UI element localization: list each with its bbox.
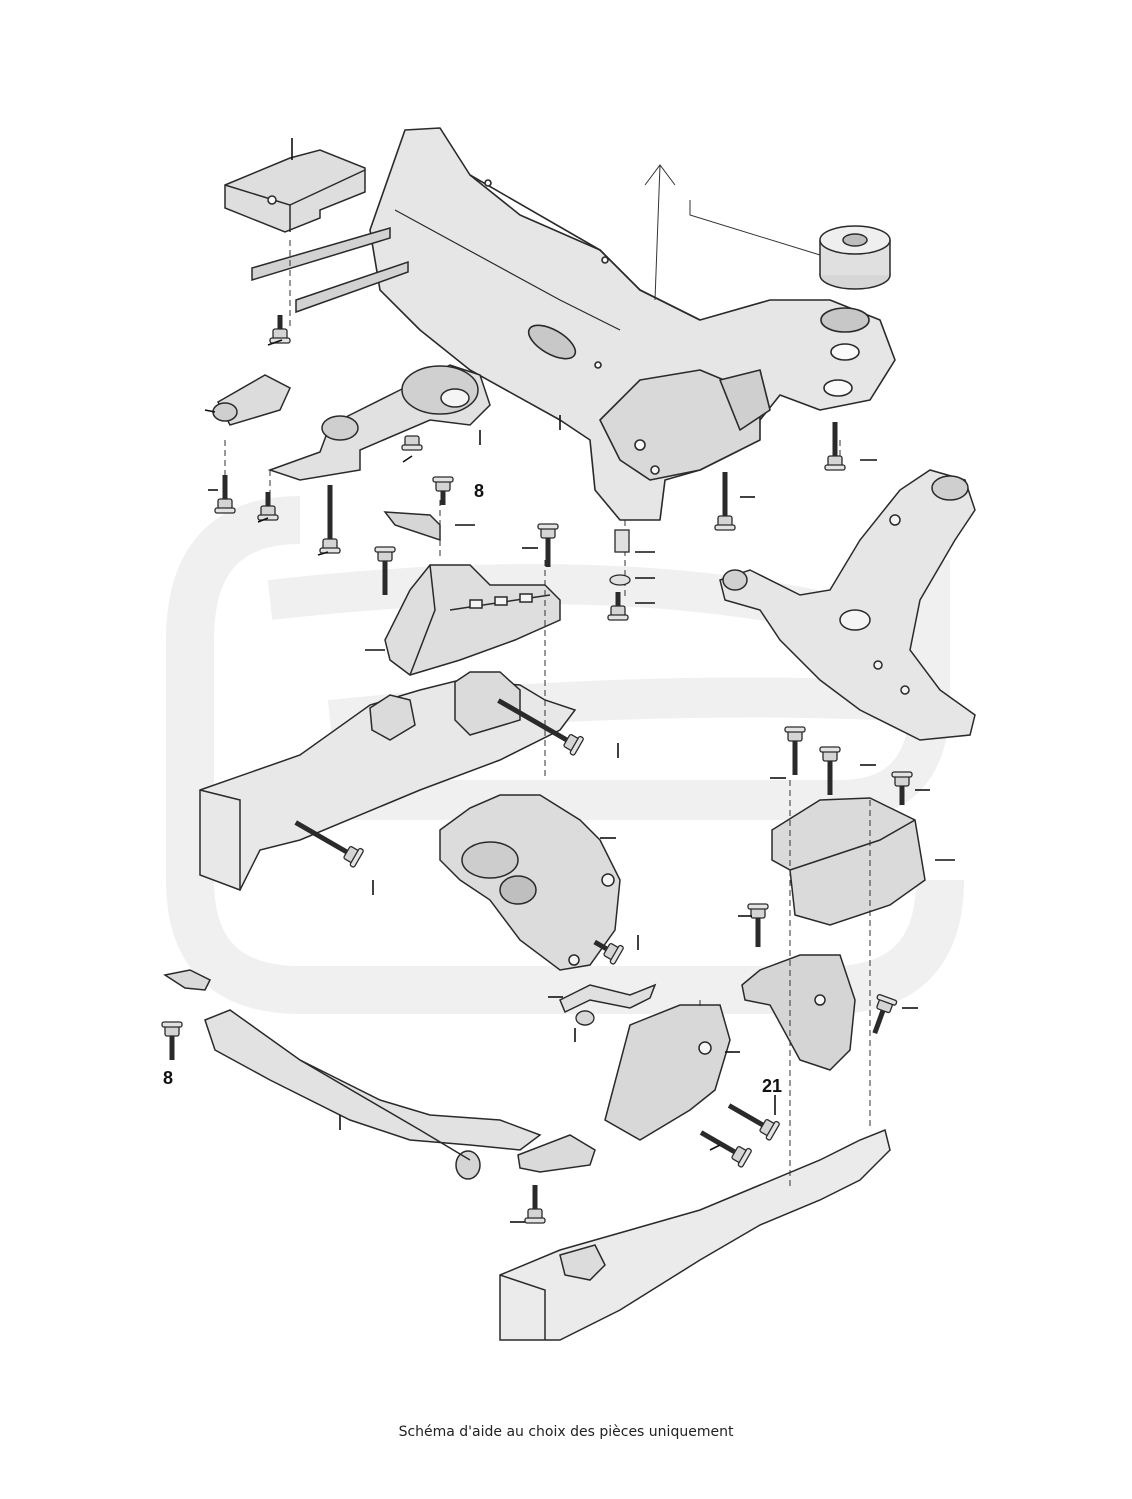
bolt-icon (524, 1185, 546, 1224)
bolt-icon (872, 993, 898, 1035)
bolt-icon (824, 422, 846, 471)
bolt-icon (214, 475, 236, 514)
bolt-icon (161, 1021, 183, 1060)
sleeve-icon (614, 529, 630, 553)
washer-icon (609, 574, 631, 586)
bolt-icon (607, 592, 629, 621)
nut-icon (575, 1010, 595, 1026)
bolt-icon (819, 746, 841, 795)
bolt-icon (593, 939, 625, 966)
bolt-icon (257, 492, 279, 521)
bolt-icon (784, 726, 806, 775)
pendulum-support (212, 364, 491, 481)
rubber-bush (819, 225, 891, 290)
bolt-icon (374, 546, 396, 595)
bolt-icon (319, 485, 341, 554)
callout-leaders (204, 138, 955, 1223)
gearbox-support (439, 794, 621, 971)
bolt-icon (432, 476, 454, 505)
bolt-icon (699, 1130, 753, 1169)
bolt-icon (294, 820, 365, 869)
bolt-icon (537, 523, 559, 567)
bolt-icon (747, 903, 769, 947)
bolt-icon (727, 1103, 781, 1142)
bolt-icon (891, 771, 913, 805)
bolt-icon (401, 435, 423, 451)
assembly-guide-lines (224, 164, 871, 1190)
subframe (369, 127, 896, 521)
wishbone (719, 469, 976, 741)
fasteners (161, 315, 913, 1224)
exhaust-pipe (163, 969, 596, 1180)
diagram-caption: Schéma d'aide au choix des pièces unique… (398, 1424, 734, 1440)
front-member (499, 1128, 891, 1341)
engine-mount-bracket (383, 511, 561, 676)
transmission-mount (741, 797, 926, 1071)
bolt-icon (497, 698, 585, 757)
bolt-icon (714, 472, 736, 531)
lower-bracket (559, 983, 731, 1141)
callout-21: 21 (762, 1076, 783, 1096)
side-member (199, 671, 577, 891)
support-plate (224, 149, 409, 314)
bolt-icon (269, 315, 291, 344)
callout-8-upper: 8 (474, 481, 485, 501)
callout-8-lower: 8 (163, 1068, 174, 1088)
